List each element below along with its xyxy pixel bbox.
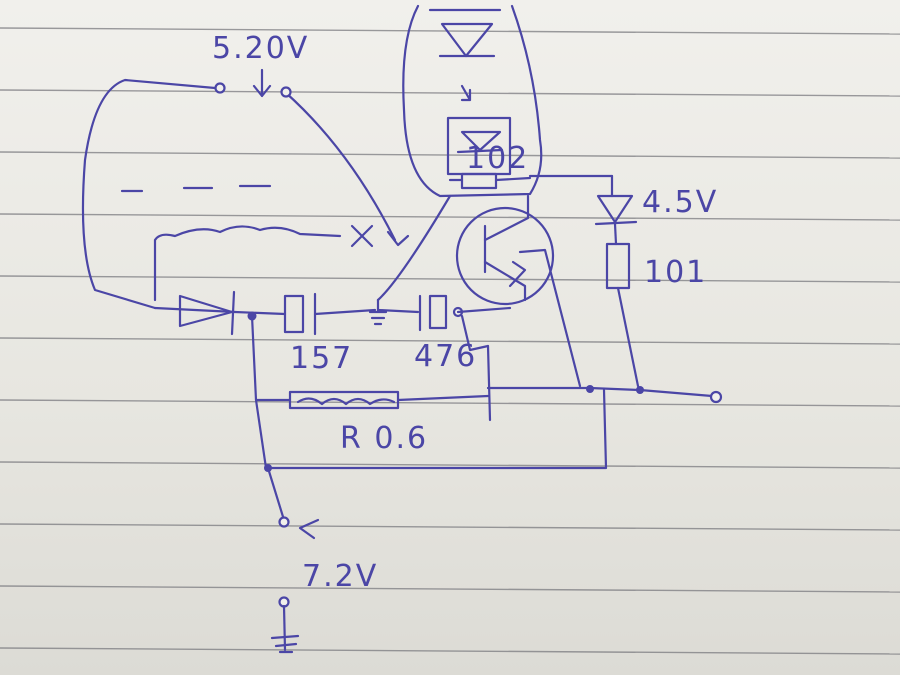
- label-4-5v: 4.5V: [642, 185, 718, 220]
- label-101: 101: [644, 255, 707, 290]
- label-476: 476: [414, 339, 477, 374]
- opto-code-label: 102: [466, 141, 529, 176]
- cap-157: [233, 292, 377, 336]
- label-157: 157: [290, 341, 353, 376]
- right-branch: [528, 174, 640, 388]
- bottom-loop: [254, 388, 608, 654]
- cap-476: [376, 294, 512, 332]
- label-5-20v: 5.20V: [212, 31, 309, 66]
- label-r-0-6: R 0.6: [340, 421, 428, 456]
- output-terminal: [486, 385, 723, 404]
- transistor: [455, 194, 582, 388]
- label-7-2v: 7.2V: [302, 559, 378, 594]
- top-terminal-wiring: [81, 68, 410, 310]
- optocoupler: 102: [402, 4, 543, 198]
- annotation-strokes: [120, 184, 374, 302]
- diode-left: [153, 290, 237, 336]
- shunt-resistor: [250, 314, 492, 422]
- ruled-lines: [0, 27, 900, 655]
- ground-mid: [368, 194, 452, 326]
